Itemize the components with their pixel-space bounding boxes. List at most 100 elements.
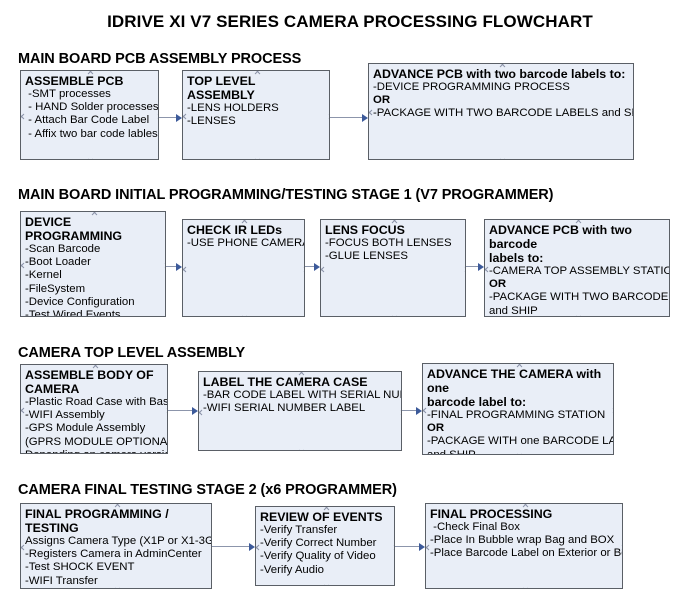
process-box-advance-pcb-two-barcode-labels[interactable]: ADVANCE PCB with two barcode labels to:-… [368,63,634,160]
flow-arrow-head-4-icon [478,263,484,271]
connector-handle-left-icon[interactable] [423,407,427,414]
process-box-line: -CAMERA TOP ASSEMBLY STATION [489,265,670,277]
process-box-device-programming[interactable]: DEVICE PROGRAMMING-Scan Barcode-Boot Loa… [20,211,166,317]
process-box-line: - HAND Solder processes [25,101,159,114]
connector-handle-bottom-icon[interactable] [241,315,248,317]
flow-arrow-head-2-icon [176,263,182,271]
process-box-title: ASSEMBLE BODY OF CAMERA [25,368,154,396]
connector-handle-bottom-icon[interactable] [499,158,506,160]
process-box-title: ADVANCE THE CAMERA with one barcode labe… [427,367,602,409]
process-box-title: LABEL THE CAMERA CASE [203,375,368,389]
connector-handle-bottom-icon[interactable] [298,449,305,451]
connector-handle-left-icon[interactable] [321,266,325,273]
section-header-main-board-pcb-assembly-process: MAIN BOARD PCB ASSEMBLY PROCESS [18,51,302,67]
process-box-line: (GPRS MODULE OPTIONAL [25,435,168,448]
connector-handle-right-icon[interactable] [157,113,159,120]
process-box-check-ir-leds[interactable]: CHECK IR LEDs-USE PHONE CAMERA [182,219,305,317]
flow-arrow-4[interactable] [466,266,479,268]
process-box-label-the-camera-case[interactable]: LABEL THE CAMERA CASE-BAR CODE LABEL WIT… [198,371,402,451]
flow-arrow-head-3-icon [314,263,320,271]
connector-handle-left-icon[interactable] [21,262,25,269]
process-box-line: -Plastic Road Case with Base [25,396,168,408]
connector-handle-right-icon[interactable] [612,407,614,414]
process-box-line: OR [489,278,507,291]
process-box-advance-the-camera-one-barcode-label[interactable]: ADVANCE THE CAMERA with one barcode labe… [422,363,614,455]
flow-arrow-2[interactable] [166,266,177,268]
process-box-line: -GPS Module Assembly [25,422,146,435]
flow-arrow-0[interactable] [159,117,177,119]
process-box-title: REVIEW OF EVENTS [260,510,383,524]
flow-arrow-head-8-icon [419,543,425,551]
process-box-line: -Device Configuration [25,295,135,308]
flow-arrow-head-7-icon [249,543,255,551]
process-box-assemble-pcb[interactable]: ASSEMBLE PCB -SMT processes - HAND Solde… [20,70,159,160]
process-box-top-level-assembly[interactable]: TOP LEVEL ASSEMBLY-LENS HOLDERS-LENSES [182,70,330,160]
connector-handle-left-icon[interactable] [21,113,25,120]
process-box-line: -Verify Correct Number [260,537,377,550]
flow-arrow-1[interactable] [330,117,363,119]
page-title: IDRIVE XI V7 SERIES CAMERA PROCESSING FL… [107,12,593,31]
process-box-line: -PACKAGE WITH TWO BARCODE LABELS and SHI… [373,107,634,120]
section-header-camera-final-testing-stage-2: CAMERA FINAL TESTING STAGE 2 (x6 PROGRAM… [18,482,397,498]
connector-handle-bottom-icon[interactable] [391,315,398,317]
connector-handle-bottom-icon[interactable] [522,587,529,589]
connector-handle-left-icon[interactable] [21,407,25,414]
process-box-line: -DEVICE PROGRAMMING PROCESS [373,81,570,93]
connector-handle-left-icon[interactable] [183,113,187,120]
connector-handle-left-icon[interactable] [21,544,25,551]
process-box-line: -GLUE LENSES [325,250,408,263]
process-box-line: - Affix two bar code lables [25,127,158,140]
process-box-line: -FINAL PROGRAMMING STATION [427,409,606,421]
process-box-line: -WIFI SERIAL NUMBER LABEL [203,402,366,415]
process-box-line: OR [373,94,391,107]
process-box-line: and SHIP [489,304,538,317]
process-box-line: -SMT processes [25,88,111,100]
process-box-line: -Place Barcode Label on Exterior or Box [430,547,623,560]
flow-arrow-6[interactable] [402,410,417,412]
process-box-assemble-body-of-camera[interactable]: ASSEMBLE BODY OF CAMERA-Plastic Road Cas… [20,364,168,454]
process-box-line: and SHIP [427,448,476,455]
process-box-line: -Test Wired Events [25,309,121,317]
process-box-line: -Verify Quality of Video [260,550,376,563]
connector-handle-left-icon[interactable] [369,109,373,116]
connector-handle-right-icon[interactable] [164,262,166,269]
connector-handle-left-icon[interactable] [426,544,430,551]
flow-arrow-8[interactable] [395,546,420,548]
connector-handle-left-icon[interactable] [256,544,260,551]
connector-handle-right-icon[interactable] [328,113,330,120]
process-box-review-of-events[interactable]: REVIEW OF EVENTS-Verify Transfer-Verify … [255,506,395,586]
process-box-final-processing[interactable]: FINAL PROCESSING -Check Final Box-Place … [425,503,623,589]
process-box-line: -Verify Audio [260,563,324,576]
connector-handle-left-icon[interactable] [485,266,489,273]
process-box-lens-focus[interactable]: LENS FOCUS-FOCUS BOTH LENSES-GLUE LENSES [320,219,466,317]
flow-arrow-5[interactable] [168,410,193,412]
process-box-title: ASSEMBLE PCB [25,74,124,88]
process-box-line: -LENS HOLDERS [187,102,279,114]
process-box-line: -FileSystem [25,282,86,295]
process-box-line: -Boot Loader [25,256,91,269]
flow-arrow-7[interactable] [212,546,250,548]
process-box-line: -Check Final Box [430,521,520,533]
process-box-line: -WIFI Assembly [25,409,105,422]
process-box-line: -LENSES [187,115,236,128]
process-box-line: - Attach Bar Code Label [25,114,150,127]
connector-handle-bottom-icon[interactable] [323,584,330,586]
process-box-line: -PACKAGE WITH TWO BARCODE LABELS [489,291,669,304]
connector-handle-left-icon[interactable] [183,266,187,273]
flow-arrow-head-1-icon [362,114,368,122]
connector-handle-bottom-icon[interactable] [87,158,94,160]
connector-handle-bottom-icon[interactable] [254,158,261,160]
process-box-title: LENS FOCUS [325,223,405,237]
process-box-line: -Place In Bubble wrap Bag and BOX [430,534,615,547]
flow-arrow-3[interactable] [305,266,315,268]
process-box-title: FINAL PROCESSING [430,507,553,521]
connector-handle-left-icon[interactable] [199,409,203,416]
process-box-line: OR [427,422,445,435]
process-box-line: Depending on camera version) [25,449,167,453]
process-box-line: -Registers Camera in AdminCenter [25,548,202,561]
process-box-line: -WIFI Transfer [25,574,98,587]
process-box-advance-pcb-to-camera-top-assembly[interactable]: ADVANCE PCB with two barcode labels to:-… [484,219,670,317]
process-box-line: -BAR CODE LABEL WITH SERIAL NUMBER [203,389,401,401]
